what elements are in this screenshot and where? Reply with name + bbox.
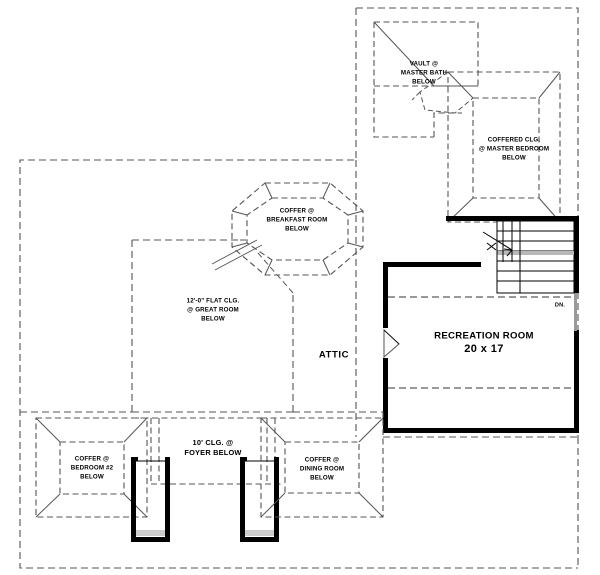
- dining-room-coffer-label: COFFER @ DINING ROOM BELOW: [300, 457, 344, 482]
- staircase: DN.: [482, 220, 575, 308]
- stair-upper-flight: [502, 221, 521, 262]
- lower-zone-dividers: [20, 411, 578, 438]
- master-bedroom-coffer-label: COFFERED CLG. @ MASTER BEDROOM BELOW: [479, 137, 549, 162]
- breakfast-room-coffer-hip-lines: [231, 182, 364, 276]
- great-room-corner-double-line: [211, 239, 263, 271]
- recreation-room-wall-thin-segments: [574, 293, 577, 331]
- bedroom2-coffer-label: COFFER @ BEDROOM #2 BELOW: [71, 456, 114, 481]
- breakfast-room-line1: COFFER @: [280, 208, 314, 215]
- dining-room-line2: DINING ROOM: [300, 466, 344, 473]
- breakfast-room-line3: BELOW: [285, 226, 309, 233]
- recreation-room-name: RECREATION ROOM: [434, 331, 534, 342]
- stairwell-right-walls: [240, 457, 279, 542]
- stair-direction-arrow: [482, 231, 513, 257]
- dining-room-line1: COFFER @: [305, 457, 339, 464]
- vault-master-bath-line1: VAULT @: [410, 61, 439, 68]
- foyer-label: 10' CLG. @ FOYER BELOW: [184, 438, 241, 457]
- vault-master-bath-hip-lines: [373, 21, 478, 87]
- vault-master-bath-label: VAULT @ MASTER BATH BELOW: [401, 61, 448, 86]
- great-room-line3: BELOW: [201, 316, 225, 323]
- dining-room-coffer-hip-lines: [260, 417, 384, 518]
- master-bedroom-vault-facet: [411, 71, 474, 114]
- great-room-angled-corner: [240, 239, 294, 294]
- bedroom2-line1: COFFER @: [75, 456, 109, 463]
- great-room-ceiling-outline: [131, 239, 294, 413]
- foyer-opening-dashed: [133, 417, 281, 485]
- stair-down-label: DN.: [555, 302, 565, 308]
- great-room-line1: 12'-0" FLAT CLG.: [187, 298, 240, 305]
- recreation-room-dimensions: 20 x 17: [464, 343, 504, 355]
- stairwell-right-floorline: [245, 530, 274, 536]
- great-room-line2: @ GREAT ROOM: [187, 307, 239, 314]
- foyer-line2: FOYER BELOW: [184, 448, 241, 457]
- stair-break-mark: [486, 242, 497, 251]
- recreation-room-ceiling-break-lines: [388, 296, 574, 389]
- master-bedroom-line3: BELOW: [502, 155, 526, 162]
- attic-label: ATTIC: [319, 350, 349, 361]
- great-room-label: 12'-0" FLAT CLG. @ GREAT ROOM BELOW: [187, 298, 240, 323]
- breakfast-room-coffer-label: COFFER @ BREAKFAST ROOM BELOW: [267, 208, 328, 233]
- stairwell-left-walls: [131, 457, 170, 542]
- stairwell-left-floorline: [136, 530, 165, 536]
- vault-master-bath-line3: BELOW: [412, 79, 436, 86]
- breakfast-room-coffer-octagon: [231, 182, 364, 276]
- bedroom2-line3: BELOW: [80, 474, 104, 481]
- master-bedroom-line1: COFFERED CLG.: [488, 137, 541, 144]
- recreation-room-door-icon: [383, 328, 400, 359]
- bedroom2-line2: BEDROOM #2: [71, 465, 114, 472]
- foyer-line1: 10' CLG. @: [193, 438, 234, 447]
- master-bedroom-line2: @ MASTER BEDROOM: [479, 146, 549, 153]
- dining-room-line3: BELOW: [310, 475, 334, 482]
- recreation-room-label: RECREATION ROOM 20 x 17: [434, 331, 534, 355]
- bedroom2-coffer-hip-lines: [35, 417, 148, 518]
- vault-master-bath-line2: MASTER BATH: [401, 70, 448, 77]
- outer-footprint-outline: [19, 7, 579, 569]
- breakfast-room-line2: BREAKFAST ROOM: [267, 217, 328, 224]
